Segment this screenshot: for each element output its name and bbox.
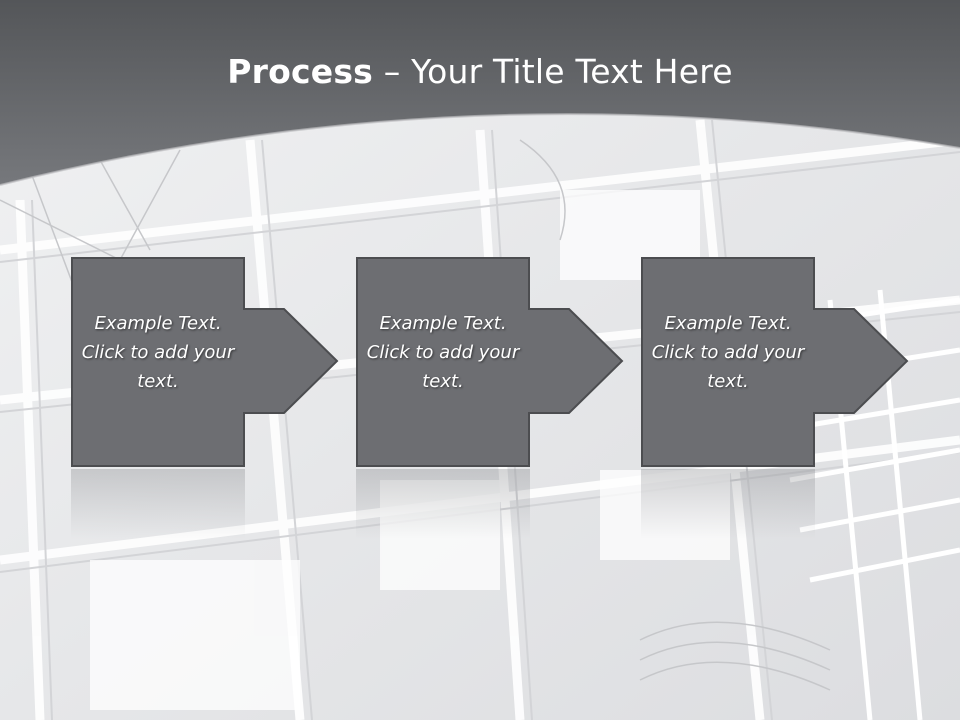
step-text[interactable]: Example Text. Click to add your text. [81,313,235,392]
title-regular-part: – Your Title Text Here [373,52,733,91]
title-bold-part: Process [227,52,374,91]
slide-title[interactable]: Process – Your Title Text Here [0,52,960,91]
process-step-3[interactable]: Example Text. Click to add your text. [641,257,913,539]
arrow-shape [356,257,624,467]
step-text[interactable]: Example Text. Click to add your text. [651,313,805,392]
process-step-1[interactable]: Example Text. Click to add your text. [71,257,343,539]
arrow-shape [71,257,339,467]
process-step-2[interactable]: Example Text. Click to add your text. [356,257,628,539]
step-reflection [356,469,530,539]
title-banner [0,0,960,186]
step-text[interactable]: Example Text. Click to add your text. [366,313,520,392]
arrow-shape [641,257,909,467]
step-reflection [641,469,815,539]
step-reflection [71,469,245,539]
